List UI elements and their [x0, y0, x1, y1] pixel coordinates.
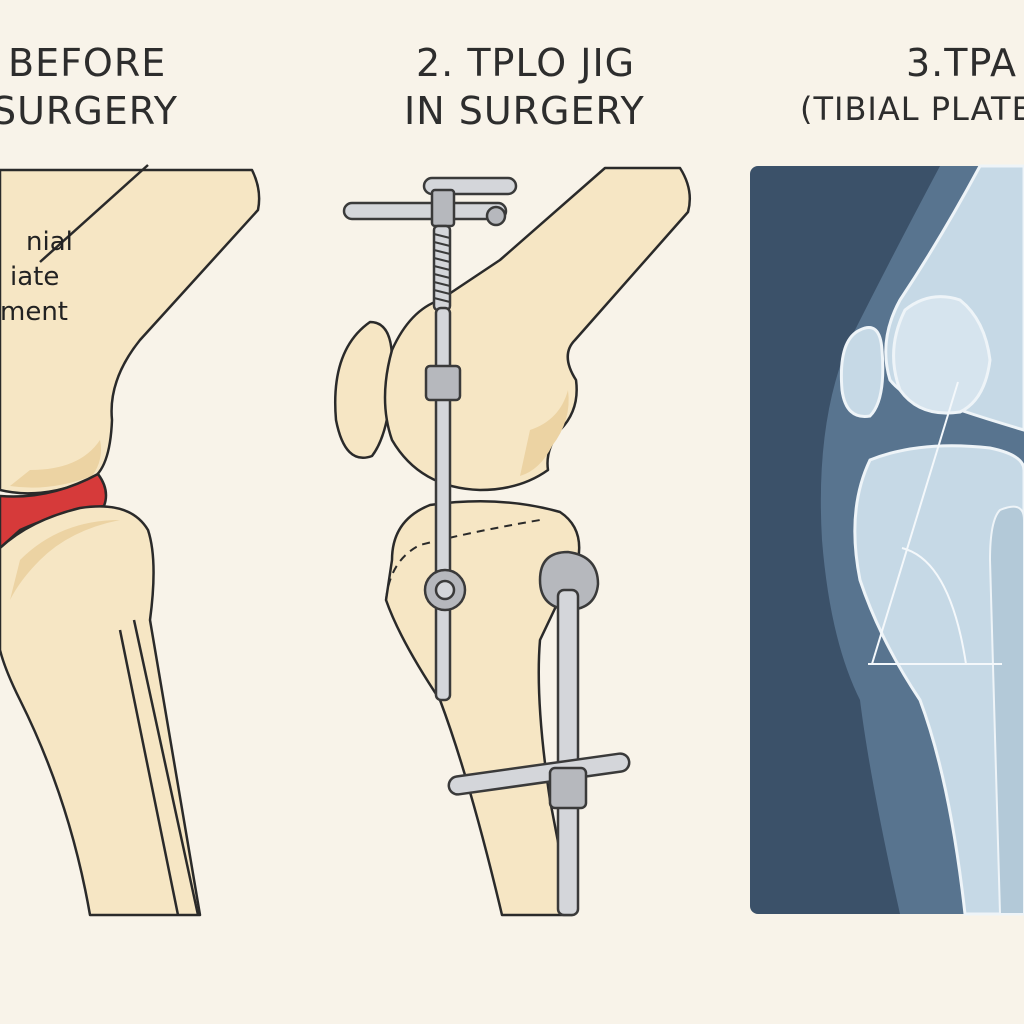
- femur-bone: [0, 168, 261, 495]
- tpa-angle-lines: [868, 381, 1002, 665]
- patella-bone: [334, 320, 394, 459]
- jig-side-bar: [556, 588, 580, 917]
- femur-bone-jig: [383, 166, 691, 492]
- tpa-angle-arc: [901, 547, 967, 665]
- tibial-plateau-line: [871, 381, 959, 665]
- femur-jig-shading: [520, 390, 569, 476]
- fibula-bone: [118, 619, 200, 916]
- osteotomy-line: [385, 519, 541, 601]
- panel-1-title-line-2: SURGERY: [0, 89, 178, 133]
- jig-crossbar-knob: [485, 205, 507, 227]
- xray-fibula: [988, 505, 1024, 915]
- panel-3-title-line-1: 3.TPA: [906, 41, 1017, 85]
- xray-tibia: [853, 444, 1024, 916]
- panel-1-title-line-1: BEFORE: [8, 41, 166, 85]
- tibia-bone: [0, 505, 202, 917]
- jig-rod-collar: [424, 364, 462, 402]
- jig-top-block: [430, 188, 456, 228]
- panel-2-title-line-2: IN SURGERY: [404, 89, 645, 133]
- jig-thread-marks: [433, 233, 451, 303]
- panel-3-title-line-2: (TIBIAL PLATE: [800, 90, 1024, 128]
- femur-shading: [10, 440, 101, 488]
- xray-patella: [839, 326, 885, 418]
- ligament-label-line-3: ment: [0, 297, 68, 327]
- xray-femur-condyle: [892, 295, 992, 415]
- jig-lower-pin-center: [434, 579, 456, 601]
- panel-before-surgery: BEFORE SURGERY nial iate ment: [0, 41, 261, 917]
- jig-crossbar: [342, 201, 508, 221]
- ligament-label-line-2: iate: [10, 262, 59, 292]
- panel-tpa-xray: 3.TPA (TIBIAL PLATE: [750, 41, 1024, 916]
- tibia-shading: [10, 520, 120, 600]
- ligament-pointer-line: [39, 164, 149, 263]
- ligament-label-line-1: nial: [26, 227, 73, 257]
- jig-side-pin-head: [538, 550, 600, 612]
- panel-tplo-jig: 2. TPLO JIG IN SURGERY: [334, 41, 691, 917]
- panel-2-title-line-1: 2. TPLO JIG: [416, 41, 635, 85]
- jig-distal-crossbar: [447, 752, 631, 796]
- jig-distal-clamp: [548, 766, 588, 810]
